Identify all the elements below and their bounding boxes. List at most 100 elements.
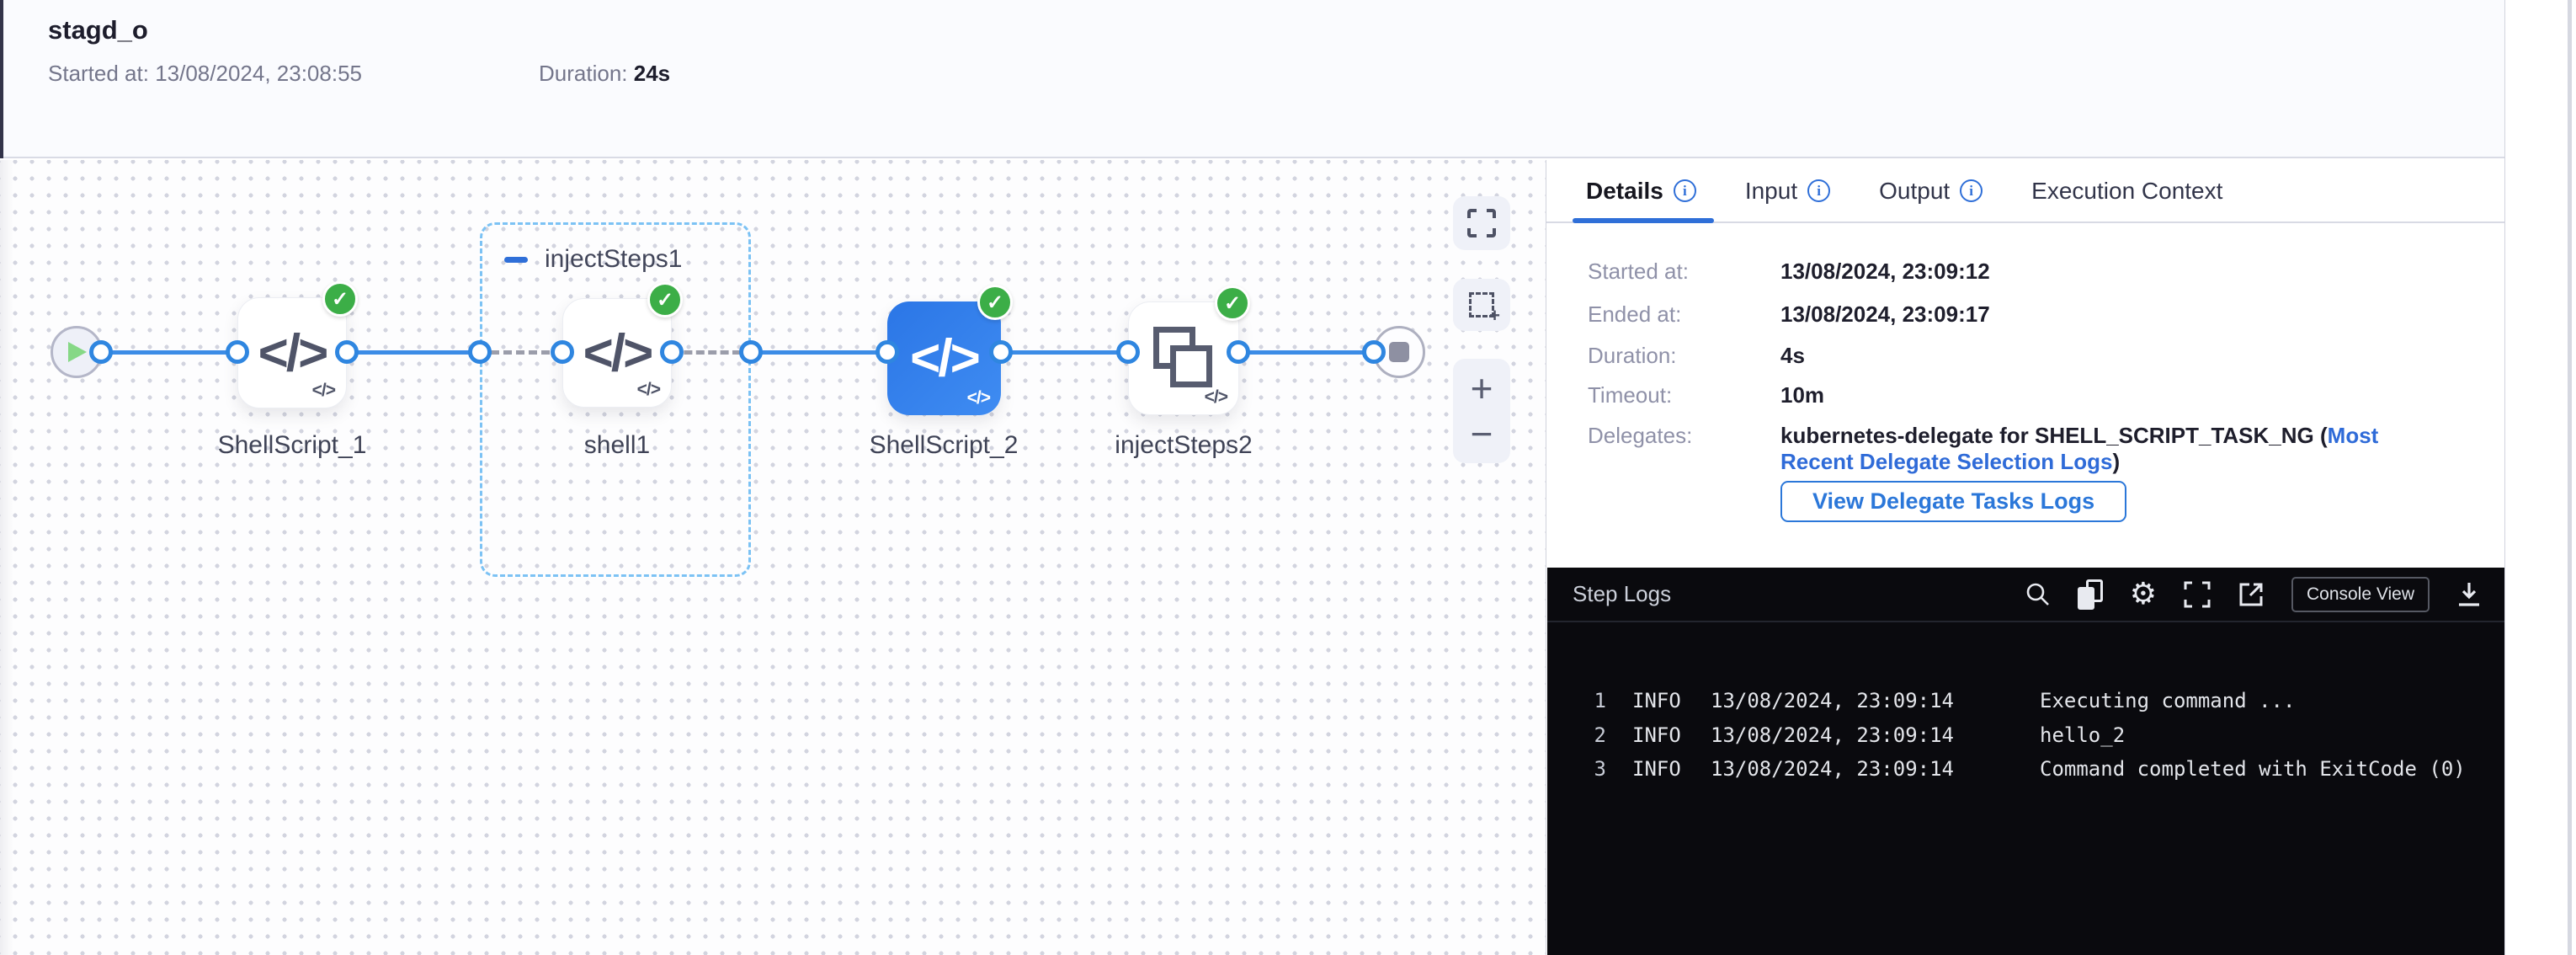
fullscreen-icon[interactable] <box>2184 581 2211 608</box>
step-group-injectsteps1[interactable]: injectSteps1 <box>480 222 751 577</box>
log-level: INFO <box>1632 757 1681 781</box>
zoom-control[interactable]: + − <box>1453 359 1510 463</box>
detail-row-delegates: Delegates: kubernetes-delegate for SHELL… <box>1588 423 2454 475</box>
success-check-icon: ✓ <box>322 281 358 317</box>
detail-label: Duration: <box>1588 343 1677 368</box>
stop-icon <box>1389 342 1409 362</box>
edge-injectsteps2-to-end <box>1238 350 1374 355</box>
step-node-shellscript2-selected[interactable]: </> </> ✓ <box>887 285 1013 415</box>
log-line: 2 INFO 13/08/2024, 23:09:14 hello_2 <box>1547 723 2505 749</box>
info-icon[interactable]: i <box>1673 179 1696 202</box>
log-line-number: 3 <box>1594 757 1606 781</box>
tab-details[interactable]: Details i <box>1573 160 1714 223</box>
port <box>226 340 249 364</box>
active-tab-underline <box>1573 218 1714 223</box>
detail-value: 13/08/2024, 23:09:17 <box>1780 301 1990 327</box>
edge-shell1-to-groupborder <box>672 350 741 355</box>
shell-script-type-icon: </> <box>966 388 991 408</box>
delegate-selection-logs-link[interactable]: Most Recent Delegate Selection Logs <box>1780 423 2379 474</box>
detail-row-started: Started at: 13/08/2024, 23:09:12 <box>1588 259 1990 285</box>
download-logs-icon[interactable] <box>2456 581 2482 608</box>
console-title: Step Logs <box>1573 581 1672 606</box>
stage-duration: Duration: 24s <box>539 61 670 87</box>
log-timestamp: 13/08/2024, 23:09:14 <box>1711 689 1954 712</box>
edge-start-to-shellscript1 <box>101 350 237 355</box>
log-message: Command completed with ExitCode (0) <box>2040 757 2466 781</box>
view-delegate-tasks-logs-button[interactable]: View Delegate Tasks Logs <box>1780 481 2127 522</box>
tab-input[interactable]: Input i <box>1745 160 1831 221</box>
marquee-select-button[interactable] <box>1453 279 1510 331</box>
delegate-text: kubernetes-delegate for SHELL_SCRIPT_TAS… <box>1780 423 2328 448</box>
step-label-shellscript2: ShellScript_2 <box>869 431 1019 459</box>
info-icon[interactable]: i <box>1807 179 1831 202</box>
log-timestamp: 13/08/2024, 23:09:14 <box>1711 723 1954 747</box>
log-level: INFO <box>1632 723 1681 747</box>
detail-label: Ended at: <box>1588 301 1682 327</box>
step-label-injectsteps2: injectSteps2 <box>1115 431 1253 459</box>
log-timestamp: 13/08/2024, 23:09:14 <box>1711 757 1954 781</box>
log-message: Executing command ... <box>2040 689 2296 712</box>
copy-icon[interactable] <box>2077 579 2103 610</box>
play-icon <box>68 342 87 362</box>
duration-value: 24s <box>633 61 671 86</box>
code-icon: </> <box>583 323 654 382</box>
edge-shellscript2-to-injectsteps2 <box>1001 350 1128 355</box>
delegates-value: kubernetes-delegate for SHELL_SCRIPT_TAS… <box>1780 423 2454 475</box>
step-label-shellscript1: ShellScript_1 <box>217 431 367 459</box>
info-icon[interactable]: i <box>1960 179 1983 202</box>
port <box>551 340 574 364</box>
port <box>335 340 359 364</box>
detail-value: 10m <box>1780 382 1825 408</box>
success-check-icon: ✓ <box>977 285 1013 320</box>
group-header: injectSteps1 <box>482 225 748 274</box>
duration-label: Duration: <box>539 61 628 86</box>
log-level: INFO <box>1632 689 1681 712</box>
step-group-squares-icon <box>1152 326 1216 391</box>
console-view-button[interactable]: Console View <box>2291 576 2430 612</box>
open-external-icon[interactable] <box>2238 581 2265 608</box>
log-line: 3 INFO 13/08/2024, 23:09:14 Command comp… <box>1547 757 2505 782</box>
stage-header: stagd_o Started at: 13/08/2024, 23:08:55… <box>0 0 2504 158</box>
port <box>739 340 763 364</box>
edge-group-to-shellscript2 <box>751 350 887 355</box>
step-node-injectsteps2[interactable]: </> ✓ <box>1128 285 1250 415</box>
shell-script-type-icon: </> <box>1204 387 1228 407</box>
canvas-left-shadow <box>0 160 13 955</box>
pipeline-canvas[interactable]: injectSteps1 </> </> ✓ ShellScript_1 </>… <box>0 160 1546 955</box>
group-label: injectSteps1 <box>545 245 683 273</box>
fit-to-screen-button[interactable] <box>1453 196 1510 250</box>
edge-shellscript1-to-group <box>347 350 480 355</box>
step-logs-console: Step Logs ⚙ Console View <box>1547 568 2505 955</box>
port <box>989 340 1013 364</box>
zoom-out-button[interactable]: − <box>1470 412 1493 456</box>
detail-row-duration: Duration: 4s <box>1588 343 1805 369</box>
tab-output[interactable]: Output i <box>1879 160 1983 221</box>
success-check-icon: ✓ <box>647 282 683 317</box>
started-label: Started at: <box>48 61 149 86</box>
step-details-panel: Details i Input i Output i Execution Con… <box>1546 160 2505 955</box>
code-icon: </> <box>910 329 981 387</box>
detail-value: 13/08/2024, 23:09:12 <box>1780 259 1990 284</box>
port <box>89 340 113 364</box>
delegate-text: ) <box>2112 449 2121 474</box>
search-icon[interactable] <box>2025 582 2051 607</box>
console-header: Step Logs ⚙ Console View <box>1547 568 2505 622</box>
zoom-in-button[interactable]: + <box>1470 366 1493 410</box>
step-node-shell1[interactable]: </> </> ✓ <box>562 282 683 408</box>
step-node-shellscript1[interactable]: </> </> ✓ <box>237 281 358 408</box>
tab-execution-context[interactable]: Execution Context <box>2031 160 2222 221</box>
console-toolbar: ⚙ Console View <box>2025 576 2482 612</box>
fit-corners-icon <box>1467 209 1496 237</box>
scrollbar-track[interactable] <box>2568 0 2572 955</box>
stage-started-at: Started at: 13/08/2024, 23:08:55 <box>48 61 362 87</box>
marquee-select-icon <box>1469 292 1500 327</box>
collapse-group-icon[interactable] <box>504 256 528 263</box>
detail-label: Started at: <box>1588 259 1689 284</box>
port <box>1227 340 1250 364</box>
tab-label: Output <box>1879 177 1951 204</box>
settings-gear-icon[interactable]: ⚙ <box>2129 576 2157 611</box>
port <box>876 340 899 364</box>
details-tabs: Details i Input i Output i Execution Con… <box>1546 160 2504 223</box>
shell-script-type-icon: </> <box>311 381 336 400</box>
